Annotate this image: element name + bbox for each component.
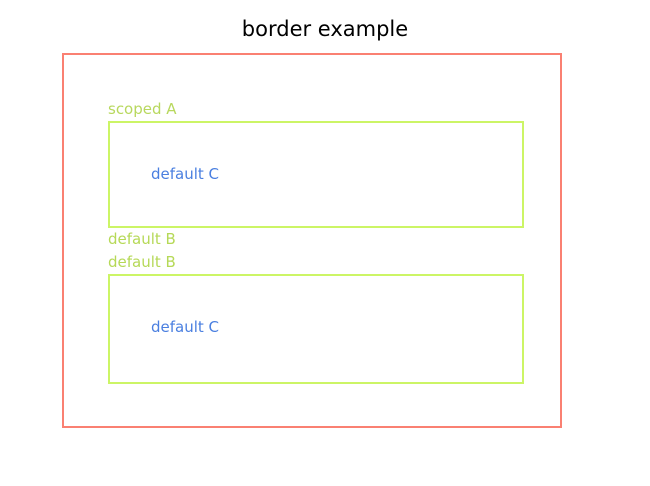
page-title: border example [241,17,409,41]
section-label-scoped-a: scoped A [108,100,177,118]
green-box-a: default C [108,121,524,228]
inner-text-default-c-a: default C [151,165,220,183]
section-label-default-b-1: default B [108,230,176,248]
outer-red-frame: scoped A default C default B default B d… [62,53,562,428]
inner-text-default-c-b: default C [151,318,220,336]
green-box-b: default C [108,274,524,384]
content-column: scoped A default C default B default B d… [108,98,524,384]
section-label-default-b-2: default B [108,253,176,271]
